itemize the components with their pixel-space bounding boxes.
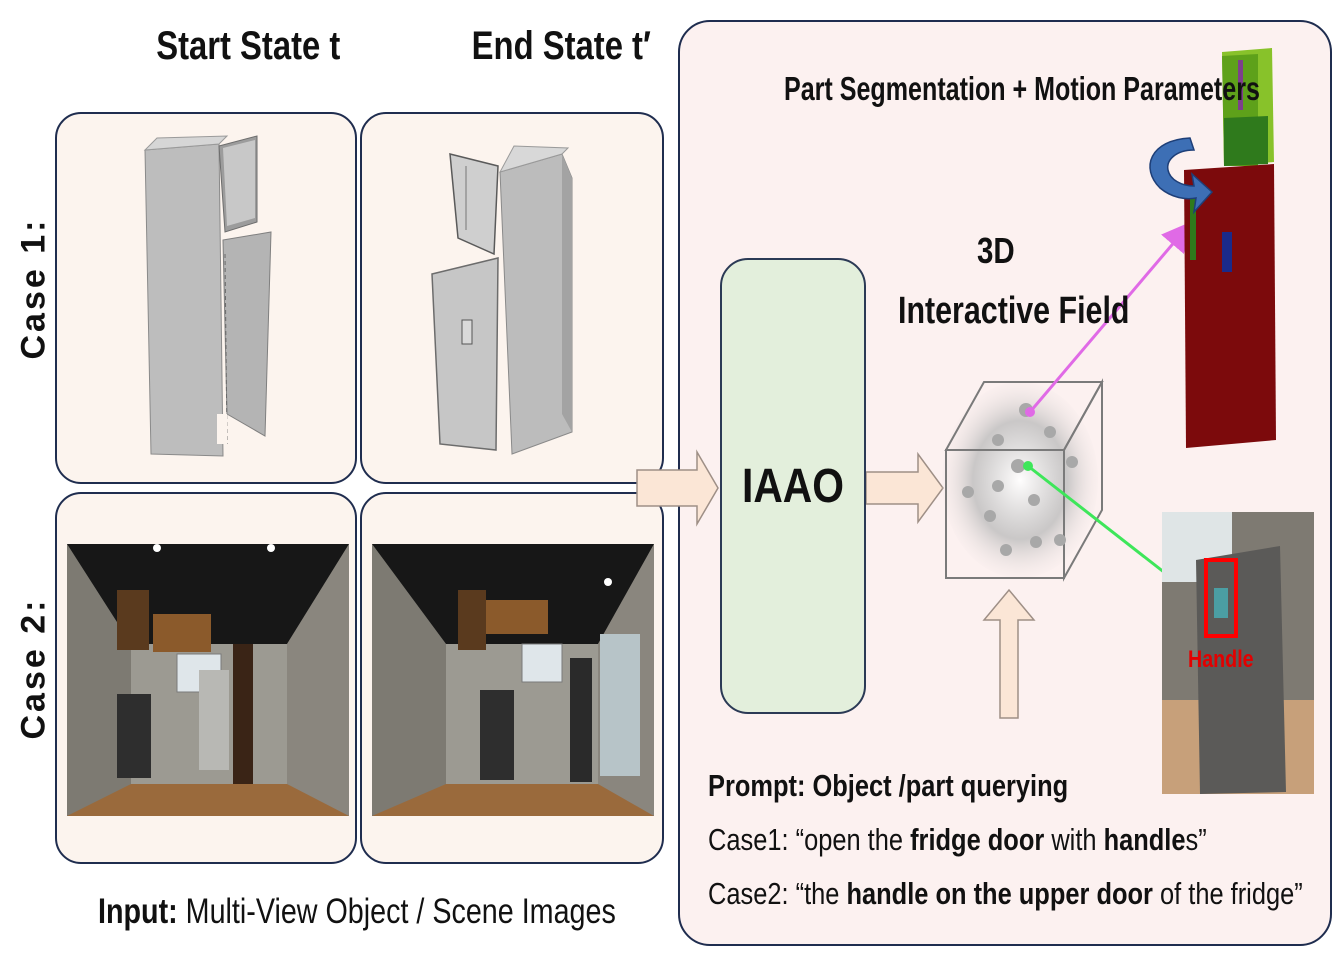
output-title: Part Segmentation + Motion Parameters	[784, 70, 1260, 107]
iaao-model-box: IAAO	[720, 258, 866, 714]
input-to-model-arrow	[636, 449, 719, 527]
prompt-to-field-arrow	[982, 588, 1036, 719]
model-to-field-arrow	[865, 451, 944, 525]
motion-parameter-arrow	[1149, 137, 1214, 215]
handle-label: Handle	[1188, 646, 1254, 673]
interactive-field-cube	[942, 378, 1104, 582]
case1-start-panel	[55, 112, 357, 484]
fridge-end-render	[431, 145, 573, 455]
end-state-header: End State t′	[471, 24, 651, 68]
case1-end-panel	[360, 112, 664, 484]
segmentation-pointer-arrow	[1028, 221, 1192, 413]
case2-start-panel	[55, 492, 357, 864]
field-label-line2: Interactive Field	[898, 290, 1130, 332]
prompt-case2: Case2: “the handle on the upper door of …	[708, 876, 1303, 911]
prompt-title: Prompt: Object /part querying	[708, 768, 1069, 803]
model-name: IAAO	[742, 459, 844, 513]
prompt-case1: Case1: “open the fridge door with handle…	[708, 822, 1207, 857]
field-label-line1: 3D	[977, 230, 1015, 271]
kitchen-end-render	[372, 544, 654, 816]
handle-scene-render	[1162, 512, 1314, 794]
start-state-header: Start State t	[156, 24, 341, 68]
segmented-fridge	[1184, 48, 1276, 448]
case2-end-panel	[360, 492, 664, 864]
input-caption: Input: Multi-View Object / Scene Images	[98, 892, 616, 931]
kitchen-start-render	[67, 544, 349, 816]
fridge-start-render	[143, 135, 272, 457]
